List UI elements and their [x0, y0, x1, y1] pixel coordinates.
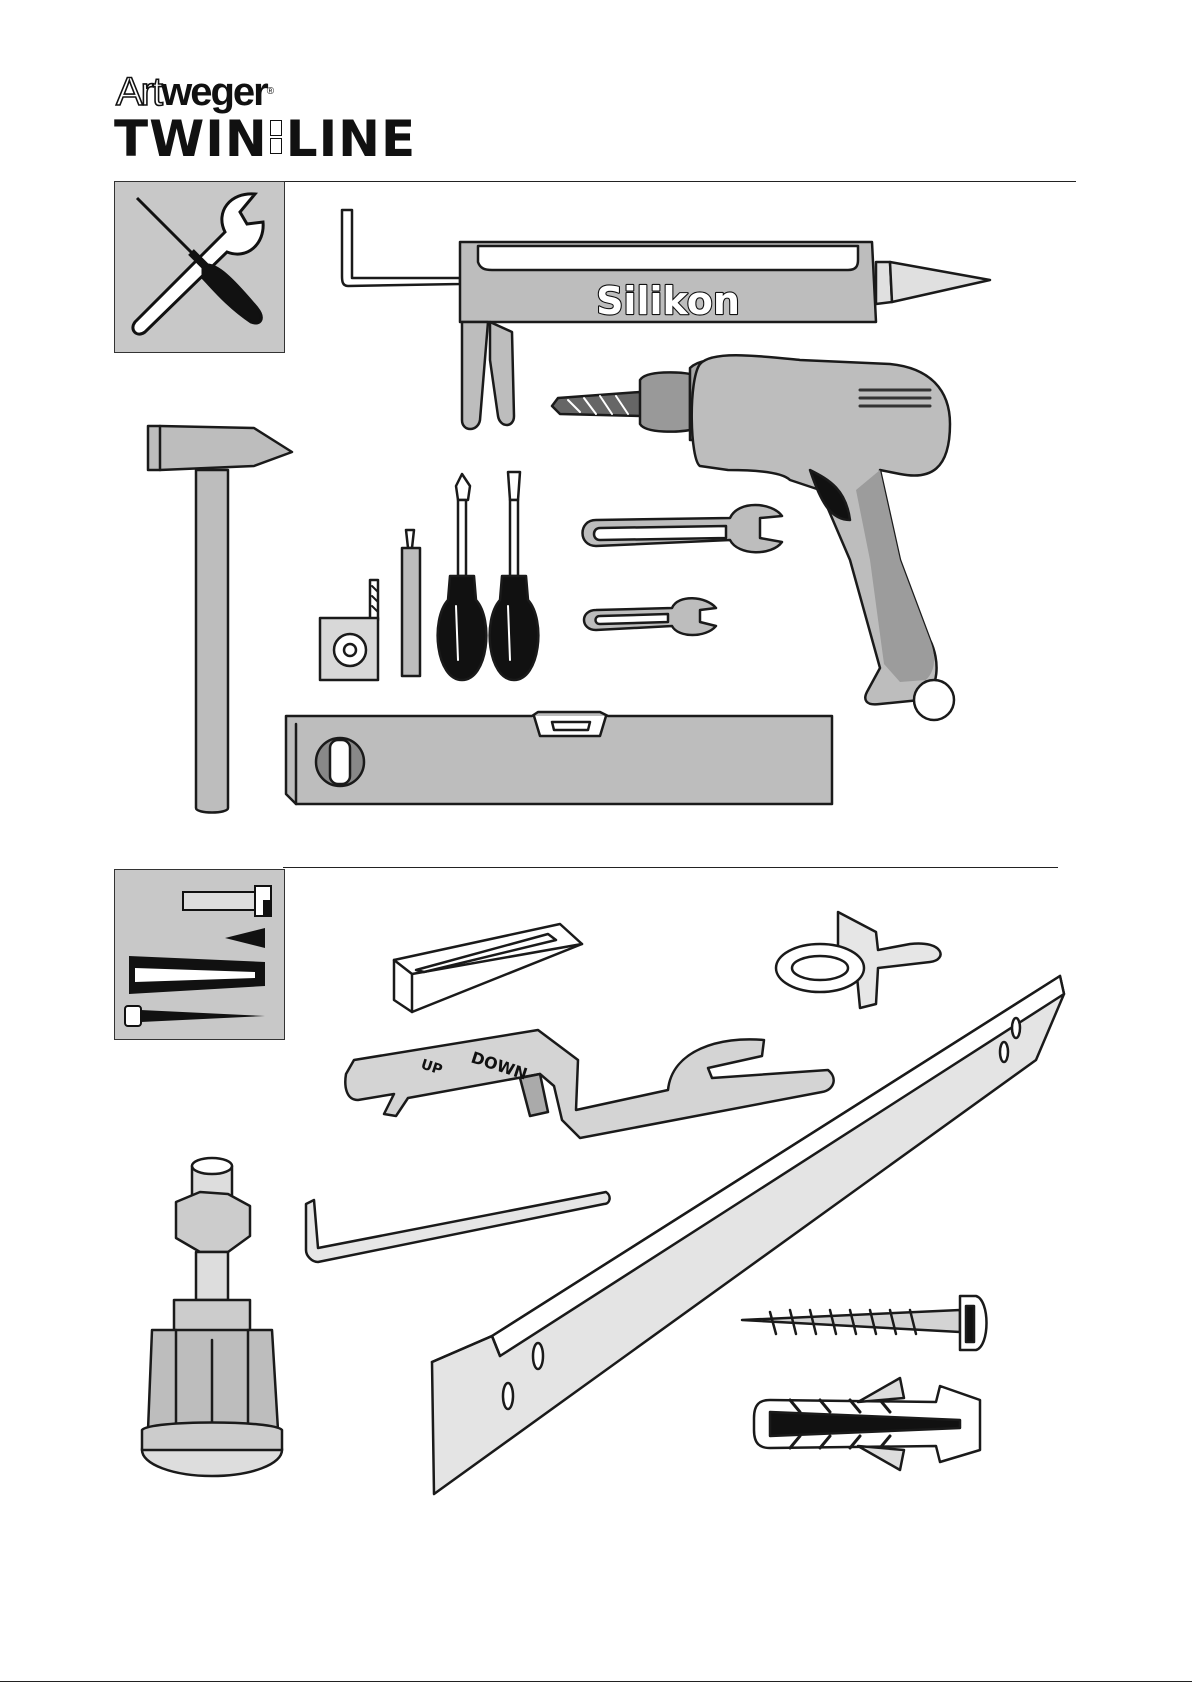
leveling-cross: [776, 912, 941, 1008]
hex-key: [306, 1192, 610, 1262]
mounting-spanner: DOWN UP: [345, 1030, 833, 1138]
wall-dowel: [754, 1378, 980, 1470]
page-bottom-rule: [0, 1681, 1192, 1682]
adjustable-foot: [142, 1158, 282, 1476]
wood-screw: [742, 1296, 987, 1350]
wedge-shim: [394, 924, 582, 1012]
